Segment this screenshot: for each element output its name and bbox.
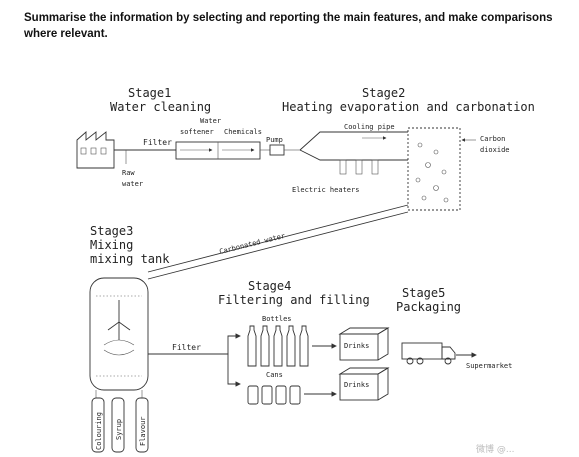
- syrup-label: Syrup: [115, 419, 123, 440]
- stage2-title: Stage2: [362, 86, 405, 100]
- watermark: 微博 @...: [476, 443, 514, 455]
- colouring-tank: [91, 397, 105, 453]
- stage3-line2: Mixing: [90, 238, 133, 252]
- cans-label: Cans: [266, 371, 283, 379]
- pump: [269, 144, 285, 156]
- pump-label: Pump: [266, 136, 283, 144]
- task-prompt: Summarise the information by selecting a…: [24, 12, 553, 40]
- truck-icon: [401, 342, 456, 365]
- drinks-box-top: [338, 327, 390, 361]
- raw-label: Raw: [122, 169, 135, 177]
- chemicals-label: Chemicals: [224, 128, 262, 136]
- flavour-tank: [135, 397, 149, 453]
- electric-heaters: [339, 159, 379, 175]
- cooling-pipe: [299, 131, 408, 151]
- carbonation-tank: [407, 127, 461, 211]
- stage3-line3: mixing tank: [90, 252, 170, 266]
- water-label: water: [122, 180, 143, 188]
- dioxide-label: dioxide: [480, 146, 510, 154]
- syrup-tank: [111, 397, 125, 453]
- stage1-title: Stage1: [128, 86, 171, 100]
- softener-label-2: softener: [180, 128, 214, 136]
- heaters-label: Electric heaters: [292, 186, 359, 194]
- stage3-title: Stage3: [90, 224, 133, 238]
- cans-group: [247, 385, 301, 405]
- flavour-label: Flavour: [139, 416, 147, 446]
- mixing-tank: [89, 277, 149, 398]
- colouring-label: Colouring: [95, 412, 103, 450]
- carbonated-water-pipe: [147, 204, 409, 280]
- carbon-label: Carbon: [480, 135, 505, 143]
- stage5-subtitle: Packaging: [396, 300, 461, 314]
- stage4-title: Stage4: [248, 279, 291, 293]
- supermarket-label: Supermarket: [466, 362, 512, 370]
- bottles-group: [247, 325, 309, 367]
- stage2-subtitle: Heating evaporation and carbonation: [282, 100, 535, 114]
- factory-icon: [76, 130, 115, 169]
- stage1-subtitle: Water cleaning: [110, 100, 211, 114]
- cooling-pipe-label: Cooling pipe: [344, 123, 395, 131]
- drinks-label-bottom: Drinks: [344, 381, 369, 389]
- water-softener: [175, 141, 261, 160]
- softener-label-1: Water: [200, 117, 221, 125]
- drinks-label-top: Drinks: [344, 342, 369, 350]
- stage4-subtitle: Filtering and filling: [218, 293, 370, 307]
- bottles-label: Bottles: [262, 315, 292, 323]
- drinks-box-bottom: [338, 367, 390, 401]
- filter2-label: Filter: [172, 343, 201, 352]
- filter1-label: Filter: [143, 138, 172, 147]
- stage5-title: Stage5: [402, 286, 445, 300]
